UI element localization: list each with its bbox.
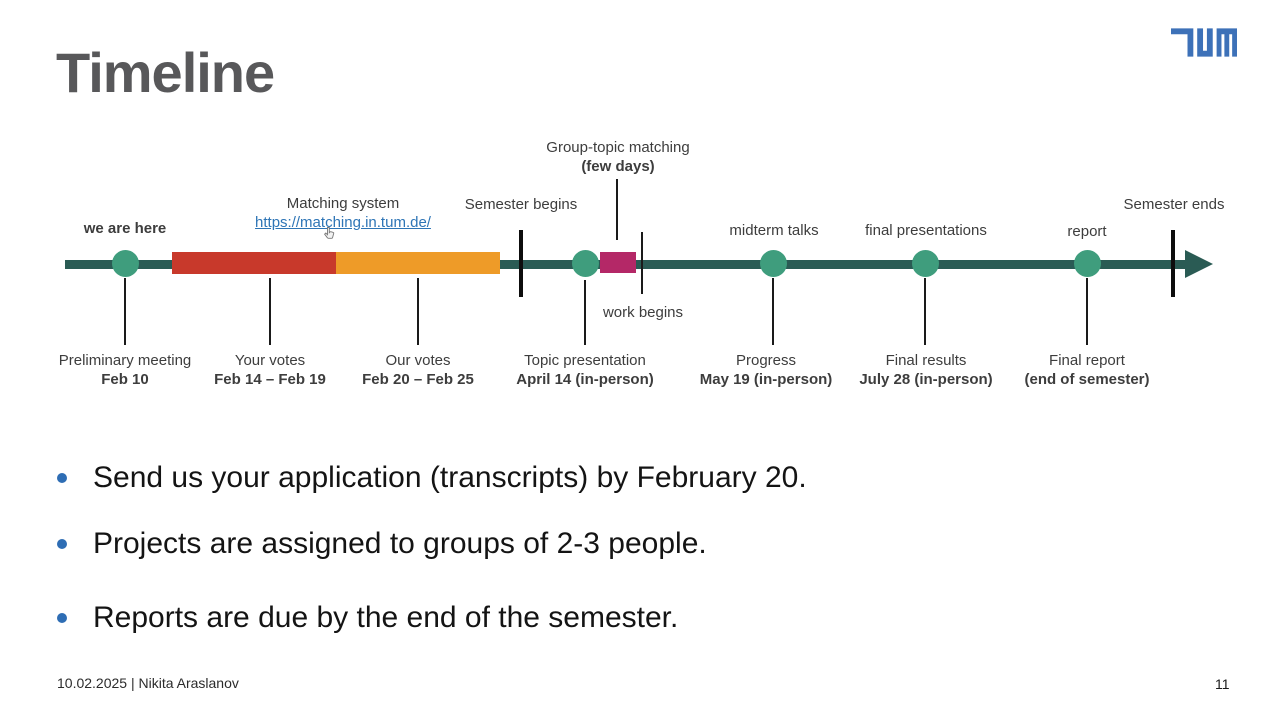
tick-semester-begins: [519, 230, 523, 297]
tum-logo: [1171, 28, 1237, 57]
phase-bar-our-votes: [336, 252, 500, 274]
label-your-votes: Your votes Feb 14 – Feb 19: [214, 351, 326, 389]
list-item: Projects are assigned to groups of 2-3 p…: [57, 524, 707, 564]
timeline-arrow-icon: [1185, 250, 1213, 278]
list-item: Send us your application (transcripts) b…: [57, 458, 807, 498]
label-work-begins: work begins: [602, 304, 684, 321]
milestone-title: Our votes: [385, 352, 451, 369]
phase-bar-group-topic-matching: [600, 252, 636, 273]
label-report: report: [1067, 223, 1107, 240]
tick-semester-ends: [1171, 230, 1175, 297]
footer-text: 10.02.2025 | Nikita Araslanov: [57, 675, 239, 691]
milestone-node-midterm-talks: [760, 250, 787, 277]
connector-preliminary-meeting: [124, 278, 126, 345]
connector-topic-presentation: [584, 280, 586, 345]
list-item: Reports are due by the end of the semest…: [57, 598, 678, 638]
connector-final-results: [924, 278, 926, 345]
label-our-votes: Our votes Feb 20 – Feb 25: [362, 351, 474, 389]
connector-work-begins: [641, 232, 643, 294]
milestone-node-topic-presentation: [572, 250, 599, 277]
milestone-title: Topic presentation: [524, 352, 646, 369]
label-semester-begins: Semester begins: [464, 196, 578, 213]
milestone-node-preliminary-meeting: [112, 250, 139, 277]
connector-final-report: [1086, 278, 1088, 345]
label-final-report: Final report (end of semester): [1024, 351, 1149, 389]
connector-group-topic-matching: [616, 179, 618, 240]
label-midterm-talks: midterm talks: [729, 222, 819, 239]
connector-your-votes: [269, 278, 271, 345]
milestone-date: (end of semester): [1024, 371, 1150, 388]
label-matching-system: Matching system https://matching.in.tum.…: [255, 194, 431, 232]
milestone-date: July 28 (in-person): [859, 371, 993, 388]
matching-system-link[interactable]: https://matching.in.tum.de/: [255, 214, 431, 231]
bullet-text: Send us your application (transcripts) b…: [93, 461, 807, 494]
milestone-title: Final report: [1049, 352, 1125, 369]
milestone-date: April 14 (in-person): [516, 371, 654, 388]
milestone-date: Feb 10: [101, 371, 149, 388]
group-topic-subtext: (few days): [581, 158, 655, 175]
group-topic-text: Group-topic matching: [546, 139, 690, 156]
phase-bar-your-votes: [172, 252, 336, 274]
bullet-dot: [57, 473, 67, 483]
bullet-text: Reports are due by the end of the semest…: [93, 601, 679, 634]
bullet-dot: [57, 613, 67, 623]
label-final-presentations: final presentations: [865, 222, 987, 239]
label-preliminary-meeting: Preliminary meeting Feb 10: [59, 351, 192, 389]
label-topic-presentation: Topic presentation April 14 (in-person): [516, 351, 654, 389]
label-we-are-here: we are here: [83, 220, 167, 237]
label-semester-ends: Semester ends: [1123, 196, 1225, 213]
connector-our-votes: [417, 278, 419, 345]
matching-system-text: Matching system: [286, 195, 400, 212]
milestone-title: Your votes: [234, 352, 306, 369]
milestone-node-final-presentations: [912, 250, 939, 277]
milestone-title: Progress: [735, 352, 797, 369]
bullet-text: Projects are assigned to groups of 2-3 p…: [93, 527, 707, 560]
milestone-title: Final results: [885, 352, 967, 369]
connector-progress: [772, 278, 774, 345]
label-final-results: Final results July 28 (in-person): [859, 351, 992, 389]
page-title: Timeline: [56, 41, 275, 104]
milestone-date: Feb 14 – Feb 19: [214, 371, 326, 388]
bullet-dot: [57, 539, 67, 549]
milestone-date: Feb 20 – Feb 25: [362, 371, 474, 388]
hand-pointer-icon: [324, 227, 335, 245]
milestone-title: Preliminary meeting: [58, 352, 192, 369]
page-number: 11: [1215, 676, 1230, 692]
label-group-topic-matching: Group-topic matching (few days): [546, 138, 689, 176]
label-progress: Progress May 19 (in-person): [700, 351, 833, 389]
milestone-node-report: [1074, 250, 1101, 277]
milestone-date: May 19 (in-person): [699, 371, 833, 388]
